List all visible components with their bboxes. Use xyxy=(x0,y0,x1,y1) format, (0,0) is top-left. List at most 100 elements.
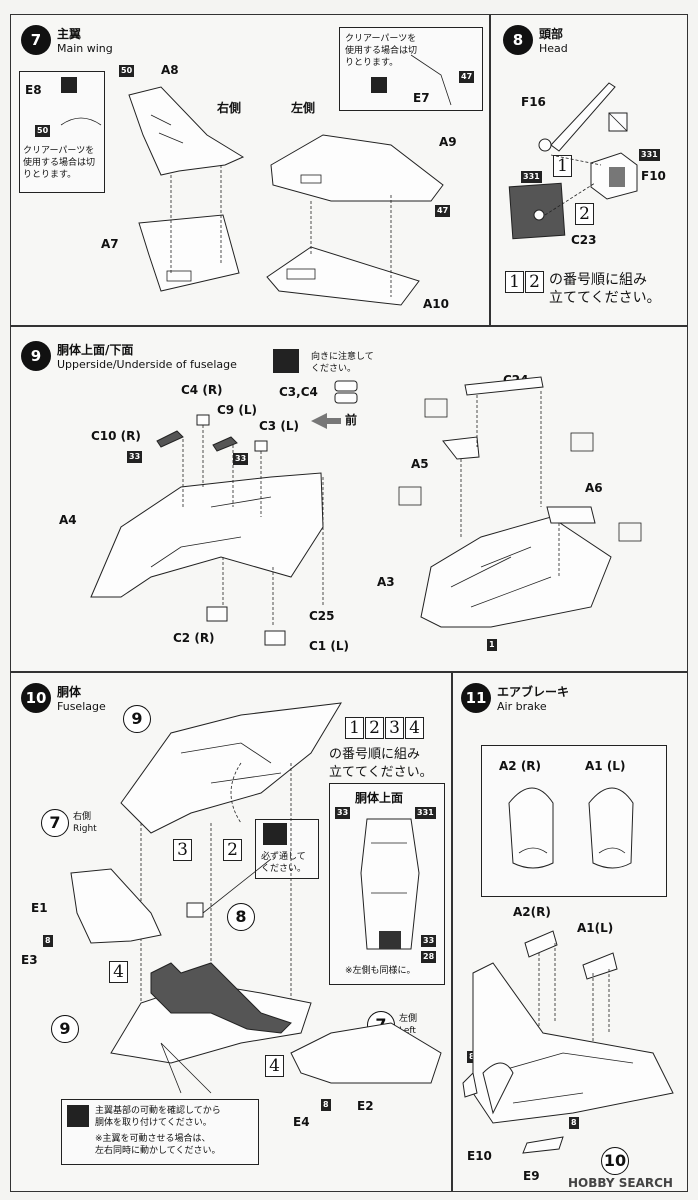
part-label-f16: F16 xyxy=(521,95,546,109)
ref-step-9-top: 9 xyxy=(123,705,151,733)
fuselage-assembly-drawing xyxy=(67,702,442,1127)
step-9-title-en: Upperside/Underside of fuselage xyxy=(57,358,237,371)
label-left-side: 左側 xyxy=(291,101,316,115)
order-num-2: 2 xyxy=(575,203,594,225)
step-11-number: 11 xyxy=(461,683,491,713)
order-text-num-1: 1 xyxy=(505,271,524,293)
order-num-4: 4 xyxy=(405,717,424,739)
ref-step-8: 8 xyxy=(227,903,255,931)
part-label-e7: E7 xyxy=(413,91,430,105)
through-note-1: 必ず通して xyxy=(261,852,306,862)
mark-8a: 8 xyxy=(467,1051,477,1063)
step-9-panel: 9 胴体上面/下面 Upperside/Underside of fuselag… xyxy=(10,326,688,672)
part-label-a8: A8 xyxy=(161,63,179,77)
part-label-a2r: A2(R) xyxy=(513,905,551,919)
part-label-a5: A5 xyxy=(411,457,429,471)
code-badge-33a: 33 xyxy=(127,451,143,463)
bottom-note-2: 胴体を取り付けてください。 xyxy=(95,1118,212,1128)
order-marker-4b: 4 xyxy=(265,1055,284,1077)
inset-code-28: 28 xyxy=(421,951,437,963)
step-8-panel: 8 頭部 Head F16 331 F10 331 C23 1 2 1 2 の番… xyxy=(490,14,688,326)
mark-1: 1 xyxy=(487,639,497,651)
clear-note-left-1: クリアーパーツを xyxy=(23,146,95,156)
part-label-e4: E4 xyxy=(293,1115,310,1129)
part-label-e1: E1 xyxy=(31,901,48,915)
code-badge-331a: 331 xyxy=(639,149,660,161)
clear-note-right-1: クリアーパーツを xyxy=(345,34,417,44)
code-badge-331b: 331 xyxy=(521,171,542,183)
part-label-e2: E2 xyxy=(357,1099,374,1113)
bottom-note-box xyxy=(61,1099,259,1165)
watermark: HOBBY SEARCH xyxy=(568,1176,673,1190)
part-label-a10: A10 xyxy=(423,297,449,311)
inset-label-a1l: A1 (L) xyxy=(585,759,626,773)
order-num-1: 1 xyxy=(345,717,364,739)
step-10-title-jp: 胴体 xyxy=(57,685,82,699)
step-8-title-en: Head xyxy=(539,42,568,55)
main-wing-drawing xyxy=(60,54,452,306)
part-label-a1l: A1(L) xyxy=(577,921,614,935)
air-brake-drawing xyxy=(462,787,674,1154)
step-7-number: 7 xyxy=(21,25,51,55)
step-10-panel: 10 胴体 Fuselage 1 2 3 4 の番号順に組み 立ててください。 … xyxy=(10,672,452,1192)
right-side-jp: 右側 xyxy=(73,812,92,822)
head-drawing xyxy=(508,82,638,240)
order-num-1: 1 xyxy=(553,155,572,177)
clear-note-left-2: 使用する場合は切 xyxy=(23,158,96,168)
order-text-line-2: 立ててください。 xyxy=(329,765,433,780)
order-text-line-1: の番号順に組み xyxy=(549,272,647,288)
part-label-a3: A3 xyxy=(377,575,395,589)
clear-note-left-3: りとります。 xyxy=(23,170,77,180)
order-marker-3: 3 xyxy=(173,839,192,861)
part-label-f10: F10 xyxy=(641,169,666,183)
inset-code-33b: 33 xyxy=(421,935,437,947)
part-label-e8: E8 xyxy=(25,83,42,97)
step-7-title-jp: 主翼 xyxy=(57,27,82,41)
mark-8b: 8 xyxy=(321,1099,331,1111)
part-label-a6: A6 xyxy=(585,481,603,495)
part-label-a9: A9 xyxy=(439,135,457,149)
part-label-e3: E3 xyxy=(21,953,38,967)
left-side-en: Left xyxy=(399,1026,416,1036)
label-right-side: 右側 xyxy=(217,101,242,115)
part-label-c25: C25 xyxy=(309,609,335,623)
order-marker-2: 2 xyxy=(223,839,242,861)
code-badge-33b: 33 xyxy=(233,453,249,465)
inset-title: 胴体上面 xyxy=(355,791,404,805)
bottom-note-4: 左右同時に動かしてください。 xyxy=(95,1146,221,1156)
inset-note: ※左側も同様に。 xyxy=(345,966,416,976)
step-11-title-en: Air brake xyxy=(497,700,547,713)
step-11-panel: 11 エアブレーキ Air brake A2 (R) A1 (L) A2(R) … xyxy=(452,672,688,1192)
part-label-e9: E9 xyxy=(523,1169,540,1183)
fuselage-upper-lower-drawing xyxy=(90,349,642,646)
code-badge-50: 50 xyxy=(119,65,135,77)
inset-label-a2r: A2 (R) xyxy=(499,759,542,773)
ref-step-10: 10 xyxy=(601,1147,629,1175)
order-text-line-2: 立ててください。 xyxy=(549,290,661,306)
clear-note-right-2: 使用する場合は切 xyxy=(345,46,418,56)
code-badge-47a: 47 xyxy=(459,71,475,83)
bottom-note-1: 主翼基部の可動を確認してから xyxy=(95,1106,221,1116)
code-badge-47: 47 xyxy=(435,205,451,217)
right-side-en: Right xyxy=(73,824,97,834)
part-label-a7: A7 xyxy=(101,237,119,251)
step-10-title-en: Fuselage xyxy=(57,700,106,713)
part-label-c9l: C9 (L) xyxy=(217,403,257,417)
clear-part-note-right xyxy=(339,27,483,111)
step-9-title-jp: 胴体上面/下面 xyxy=(57,343,134,357)
bottom-note-3: ※主翼を可動させる場合は、 xyxy=(95,1134,211,1144)
mark-8b: 8 xyxy=(569,1117,579,1129)
inset-code-331: 331 xyxy=(415,807,436,819)
part-label-c23: C23 xyxy=(571,233,597,247)
order-num-3: 3 xyxy=(385,717,404,739)
part-label-c1l: C1 (L) xyxy=(309,639,349,653)
direction-note-1: 向きに注意して xyxy=(311,352,374,362)
left-side-jp: 左側 xyxy=(399,1014,418,1024)
part-label-a4: A4 xyxy=(59,513,77,527)
front-label: 前 xyxy=(345,413,358,427)
ref-step-7-right: 7 xyxy=(41,809,69,837)
mark-8a: 8 xyxy=(43,935,53,947)
step-7-title-en: Main wing xyxy=(57,42,113,55)
step-8-number: 8 xyxy=(503,25,533,55)
order-text-line-1: の番号順に組み xyxy=(329,747,421,762)
